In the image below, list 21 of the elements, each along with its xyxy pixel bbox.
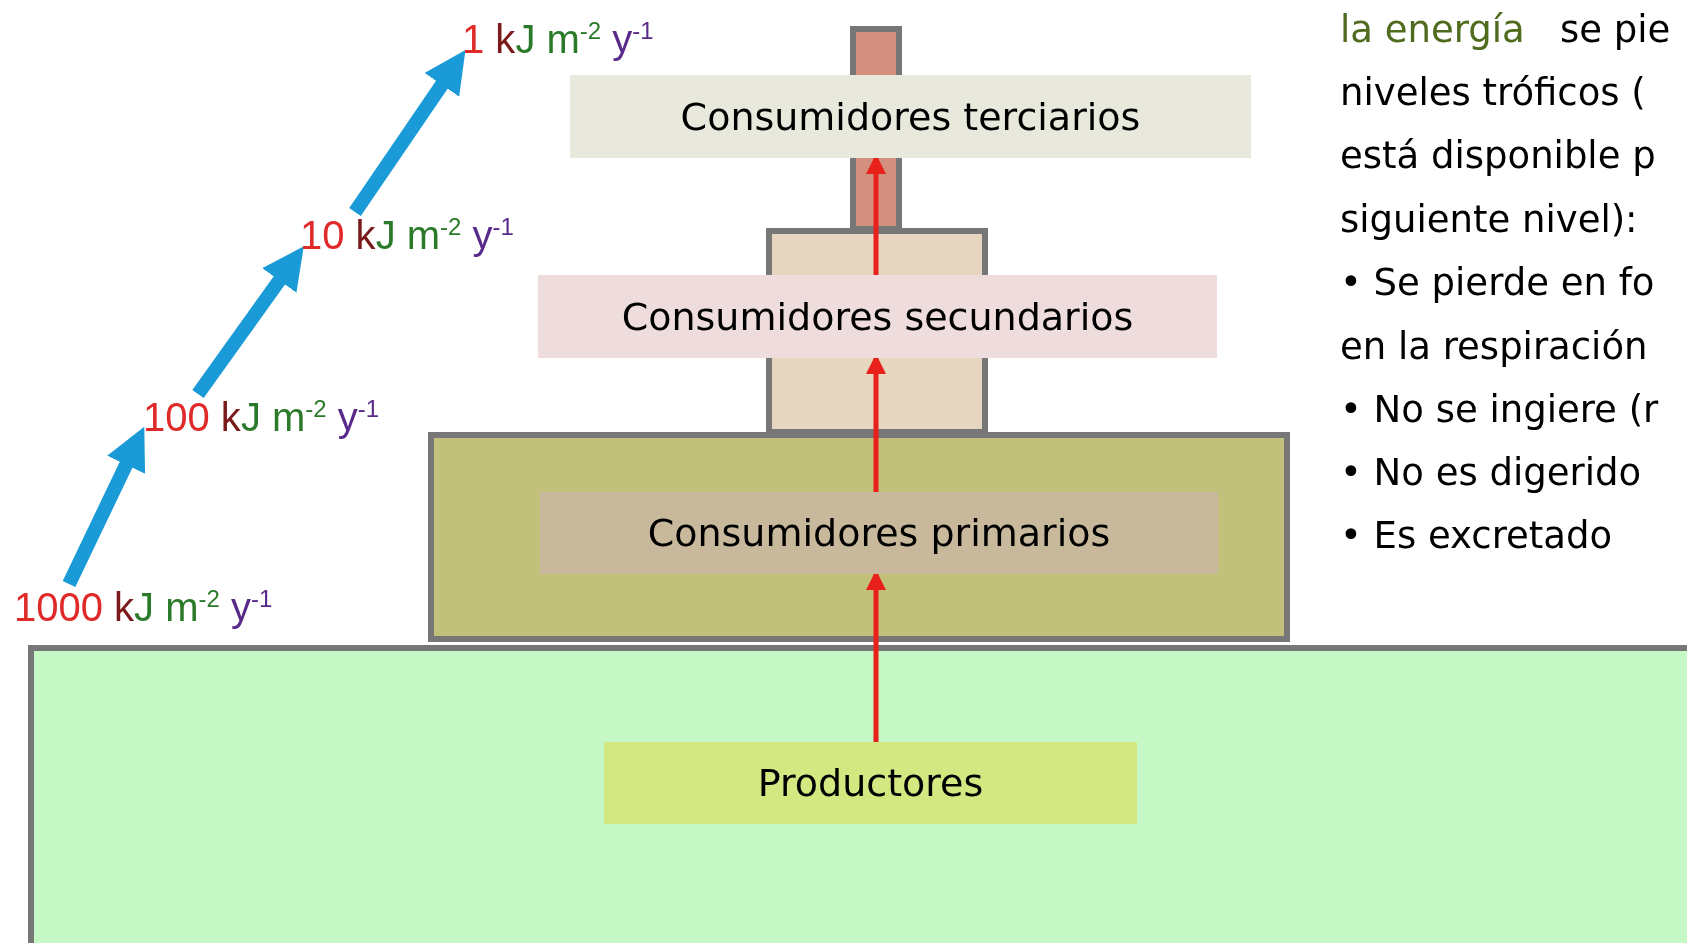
text-line: en la respiración xyxy=(1340,325,1648,368)
energy-label: 1000 kJ m$^{-2}$ y$^{-1}$ xyxy=(14,582,304,634)
text-line: • No es digerido xyxy=(1340,451,1642,494)
energy-label: 1 kJ m$^{-2}$ y$^{-1}$ xyxy=(462,14,662,66)
energy-flow-arrow xyxy=(349,50,466,216)
energy-label: 100 kJ m$^{-2}$ y$^{-1}$ xyxy=(143,392,403,444)
highlighted-phrase: la energía xyxy=(1340,8,1525,51)
text-line: • Se pierde en fo xyxy=(1340,261,1655,304)
text-line: • No se ingiere (r xyxy=(1340,388,1659,431)
text-line: niveles tróficos ( xyxy=(1340,71,1646,114)
level-label: Consumidores secundarios xyxy=(538,275,1217,358)
energy-flow-arrow xyxy=(62,426,146,587)
energy-label: 10 kJ m$^{-2}$ y$^{-1}$ xyxy=(300,210,530,262)
text-line: • Es excretado xyxy=(1340,514,1613,557)
level-label: Productores xyxy=(604,742,1137,824)
text-line: está disponible p xyxy=(1340,134,1656,177)
energy-flow-arrow xyxy=(192,246,304,399)
text-line: siguiente nivel): xyxy=(1340,198,1638,241)
level-label: Consumidores primarios xyxy=(540,492,1218,574)
text-line: se pie xyxy=(1560,8,1671,51)
level-label: Consumidores terciarios xyxy=(570,75,1251,158)
